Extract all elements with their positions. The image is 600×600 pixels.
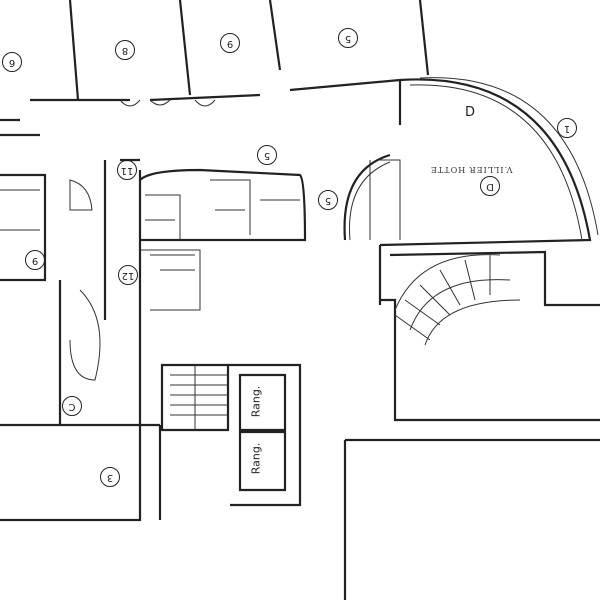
room-marker: 9	[220, 33, 240, 53]
room-marker: 11	[117, 160, 137, 180]
room-marker: 8	[115, 40, 135, 60]
room-letter: D	[465, 105, 476, 120]
storage-label-2: Rang.	[249, 442, 263, 475]
room-marker: 5	[318, 190, 338, 210]
room-marker: 1	[557, 118, 577, 138]
room-marker: 9	[25, 250, 45, 270]
room-marker: 5	[257, 145, 277, 165]
room-marker: 12	[118, 265, 138, 285]
room-marker: D	[480, 176, 500, 196]
room-marker: 6	[2, 52, 22, 72]
room-marker: 3	[100, 467, 120, 487]
room-marker: C	[62, 396, 82, 416]
room-marker: 5	[338, 28, 358, 48]
hall-label: V.ILLIER HOTTE	[430, 165, 513, 174]
storage-label-1: Rang.	[249, 385, 263, 418]
